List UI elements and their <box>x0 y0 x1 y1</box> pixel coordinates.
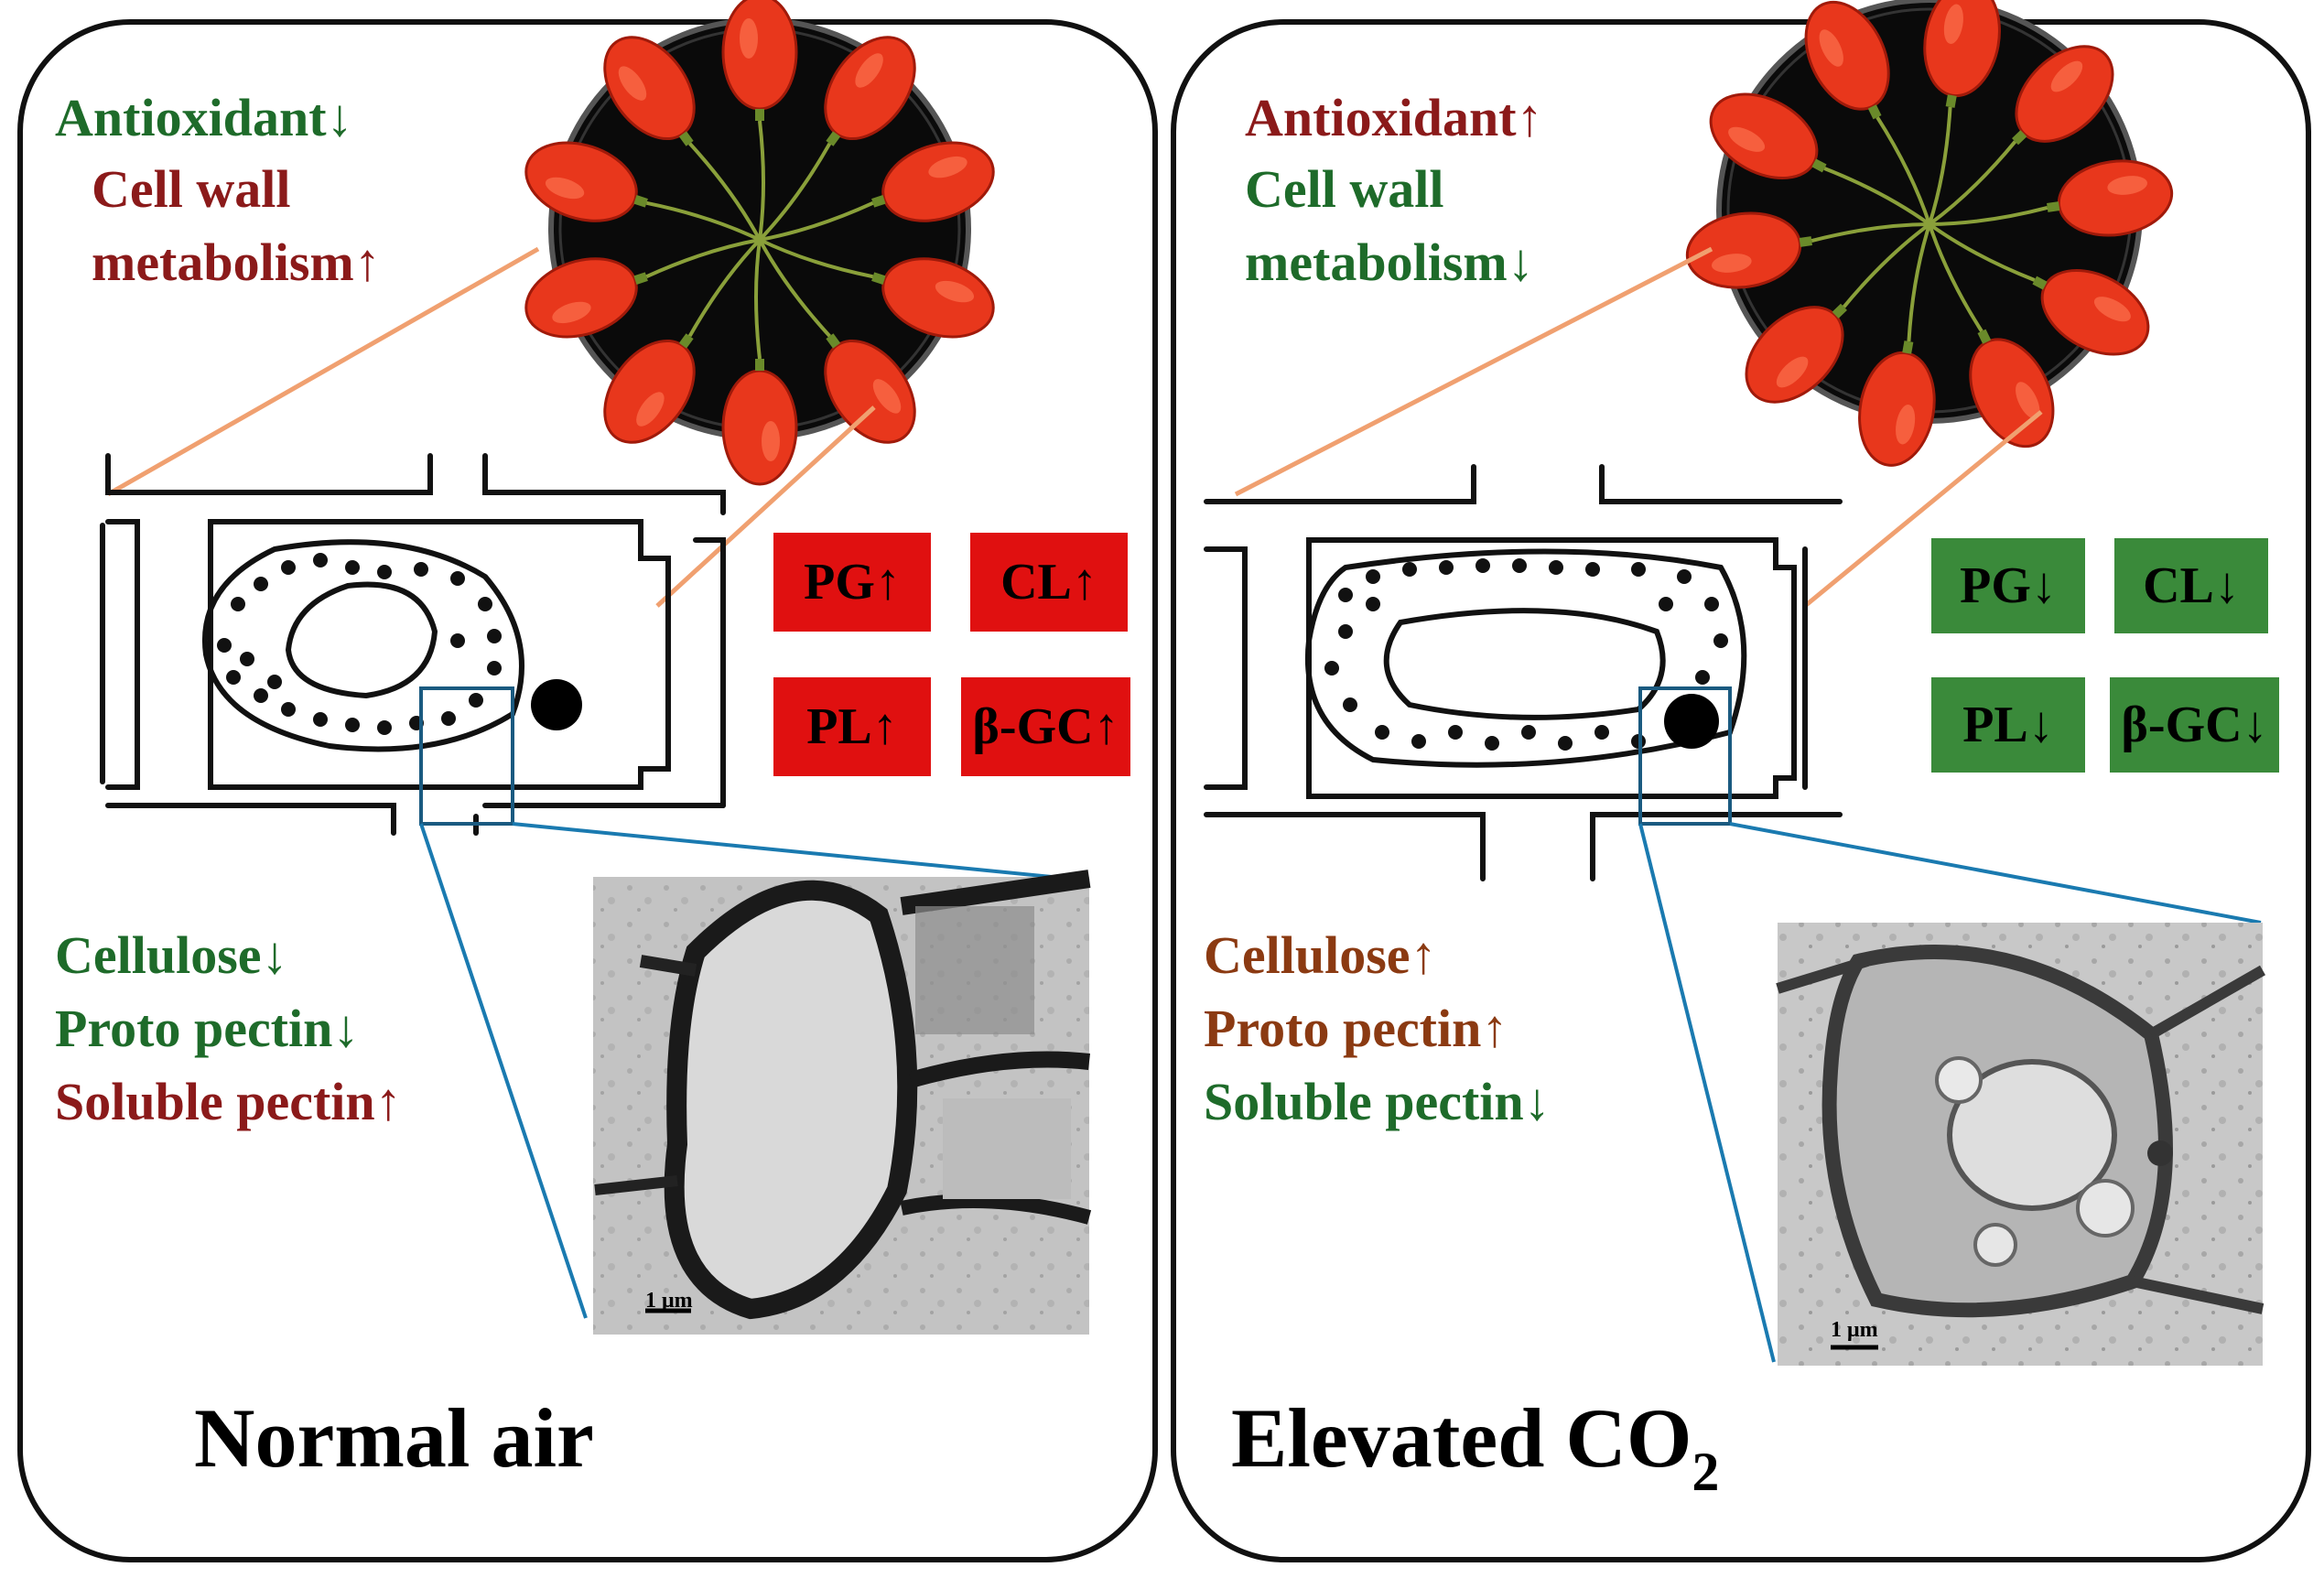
enzyme-cl: CL↑ <box>970 533 1128 632</box>
metric-proto-pectin: Proto pectin↑ <box>1204 999 1508 1058</box>
goji-berry-dish-icon <box>1682 0 2177 471</box>
zoom-line <box>1729 822 2262 924</box>
metric-metabolism: metabolism↑ <box>92 232 381 292</box>
goji-berry-dish-icon <box>516 0 1004 484</box>
enzyme-pl: PL↑ <box>773 677 931 776</box>
enzyme-pg: PG↓ <box>1931 538 2085 633</box>
nucleus <box>1664 694 1719 749</box>
zoom-line <box>1803 410 2043 608</box>
metric-soluble-pectin: Soluble pectin↓ <box>1204 1072 1551 1131</box>
condition-label-normal: Normal air <box>194 1391 594 1485</box>
zoom-line <box>106 246 540 497</box>
metric-cellulose: Cellulose↑ <box>1204 925 1437 985</box>
organelle-dots <box>1324 558 1728 751</box>
metric-soluble-pectin: Soluble pectin↑ <box>55 1072 402 1131</box>
condition-label-elevated: Elevated CO2 <box>1231 1396 1719 1499</box>
zoom-line <box>512 822 1090 882</box>
zoom-line <box>1638 823 1776 1363</box>
enzyme-cl: CL↓ <box>2114 538 2268 633</box>
condition-label-subscript: 2 <box>1692 1442 1720 1502</box>
metric-antioxidant: Antioxidant↓ <box>55 88 353 147</box>
tem-micrograph-icon <box>593 870 1092 1335</box>
metric-metabolism: metabolism↓ <box>1245 232 1534 292</box>
plant-cell-schematic-icon <box>100 453 726 836</box>
panel-normal-border <box>17 19 1158 1562</box>
enzyme-beta-gc: β-GC↑ <box>961 677 1130 776</box>
metric-proto-pectin: Proto pectin↓ <box>55 999 360 1058</box>
enzyme-pg: PG↑ <box>773 533 931 632</box>
zoom-line <box>655 405 876 608</box>
nucleus <box>531 679 582 730</box>
tem-micrograph-icon <box>1776 923 2265 1366</box>
metric-antioxidant: Antioxidant↑ <box>1245 88 1543 147</box>
scale-bar-label: 1 μm <box>645 1289 693 1313</box>
scale-bar-label: 1 μm <box>1831 1318 1878 1342</box>
metric-cell-wall: Cell wall <box>1245 159 1444 219</box>
metric-cell-wall: Cell wall <box>92 159 291 219</box>
plant-cell-schematic-icon <box>1204 464 1843 881</box>
metric-cellulose: Cellulose↓ <box>55 925 288 985</box>
enzyme-pl: PL↓ <box>1931 677 2085 773</box>
enzyme-beta-gc: β-GC↓ <box>2110 677 2279 773</box>
panel-elevated-border <box>1171 19 2311 1562</box>
zoom-box <box>419 686 514 826</box>
organelle-dots <box>217 553 502 735</box>
zoom-line <box>419 823 588 1319</box>
zoom-line <box>1234 246 1713 497</box>
zoom-box <box>1638 686 1732 826</box>
condition-label-main: Elevated CO <box>1231 1391 1692 1485</box>
